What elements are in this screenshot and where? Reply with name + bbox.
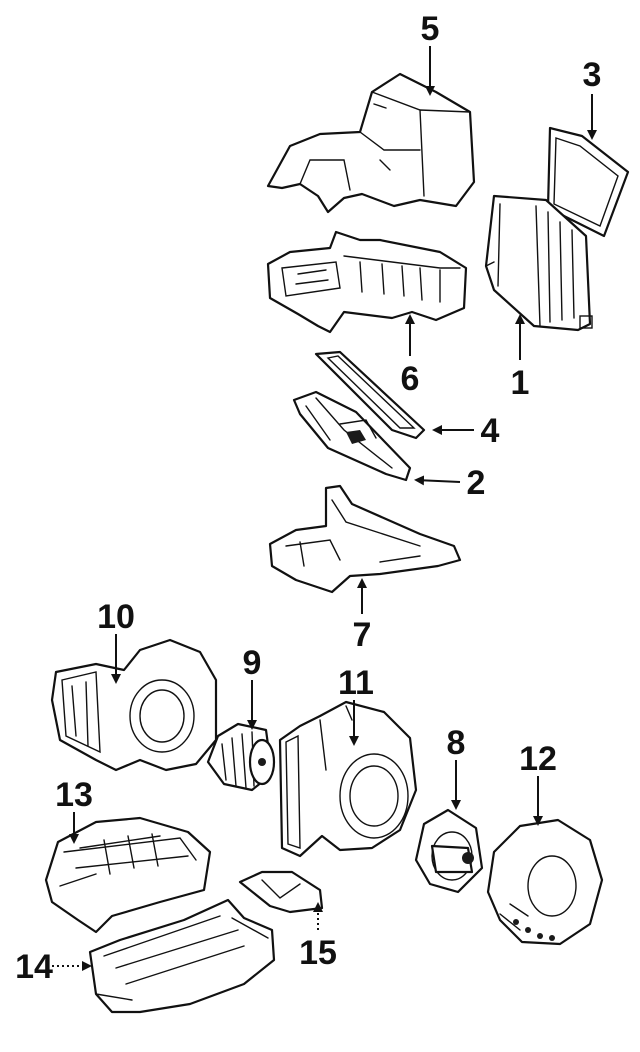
part-13-heater-case (44, 816, 212, 934)
part-9-blower-wheel (206, 722, 276, 792)
callout-14: 14 (15, 948, 53, 986)
part-4-filter (314, 350, 426, 440)
callout-4: 4 (481, 412, 500, 450)
part-11-blower-scroll (278, 700, 418, 858)
part-10-blower-housing (50, 638, 218, 772)
callout-7: 7 (353, 616, 372, 654)
part-3-filter (546, 126, 630, 238)
leader-lines (52, 46, 597, 971)
callout-13: 13 (55, 776, 93, 814)
callout-11: 11 (338, 664, 374, 702)
callout-labels: 1 2 3 4 5 6 7 8 9 10 11 12 13 14 15 (15, 10, 601, 986)
part-15-duct (238, 870, 324, 914)
callout-8: 8 (447, 724, 466, 762)
part-1-evaporator-core (484, 194, 593, 332)
part-14-lower-heater-case (88, 898, 276, 1014)
part-12-blower-cover (486, 818, 604, 946)
part-2-door (292, 390, 412, 482)
part-7-lower-case (268, 484, 462, 594)
part-5-upper-case (266, 72, 476, 214)
callout-10: 10 (97, 598, 135, 636)
callout-9: 9 (243, 644, 262, 682)
callout-12: 12 (519, 740, 557, 778)
part-6-evaporator-case (266, 230, 468, 334)
leader-2 (414, 475, 461, 486)
callout-3: 3 (583, 56, 602, 94)
part-8-blower-motor (414, 808, 484, 894)
callout-1: 1 (511, 364, 530, 402)
callout-2: 2 (467, 464, 486, 502)
callout-15: 15 (299, 934, 337, 972)
callout-5: 5 (421, 10, 440, 48)
callout-6: 6 (401, 360, 420, 398)
